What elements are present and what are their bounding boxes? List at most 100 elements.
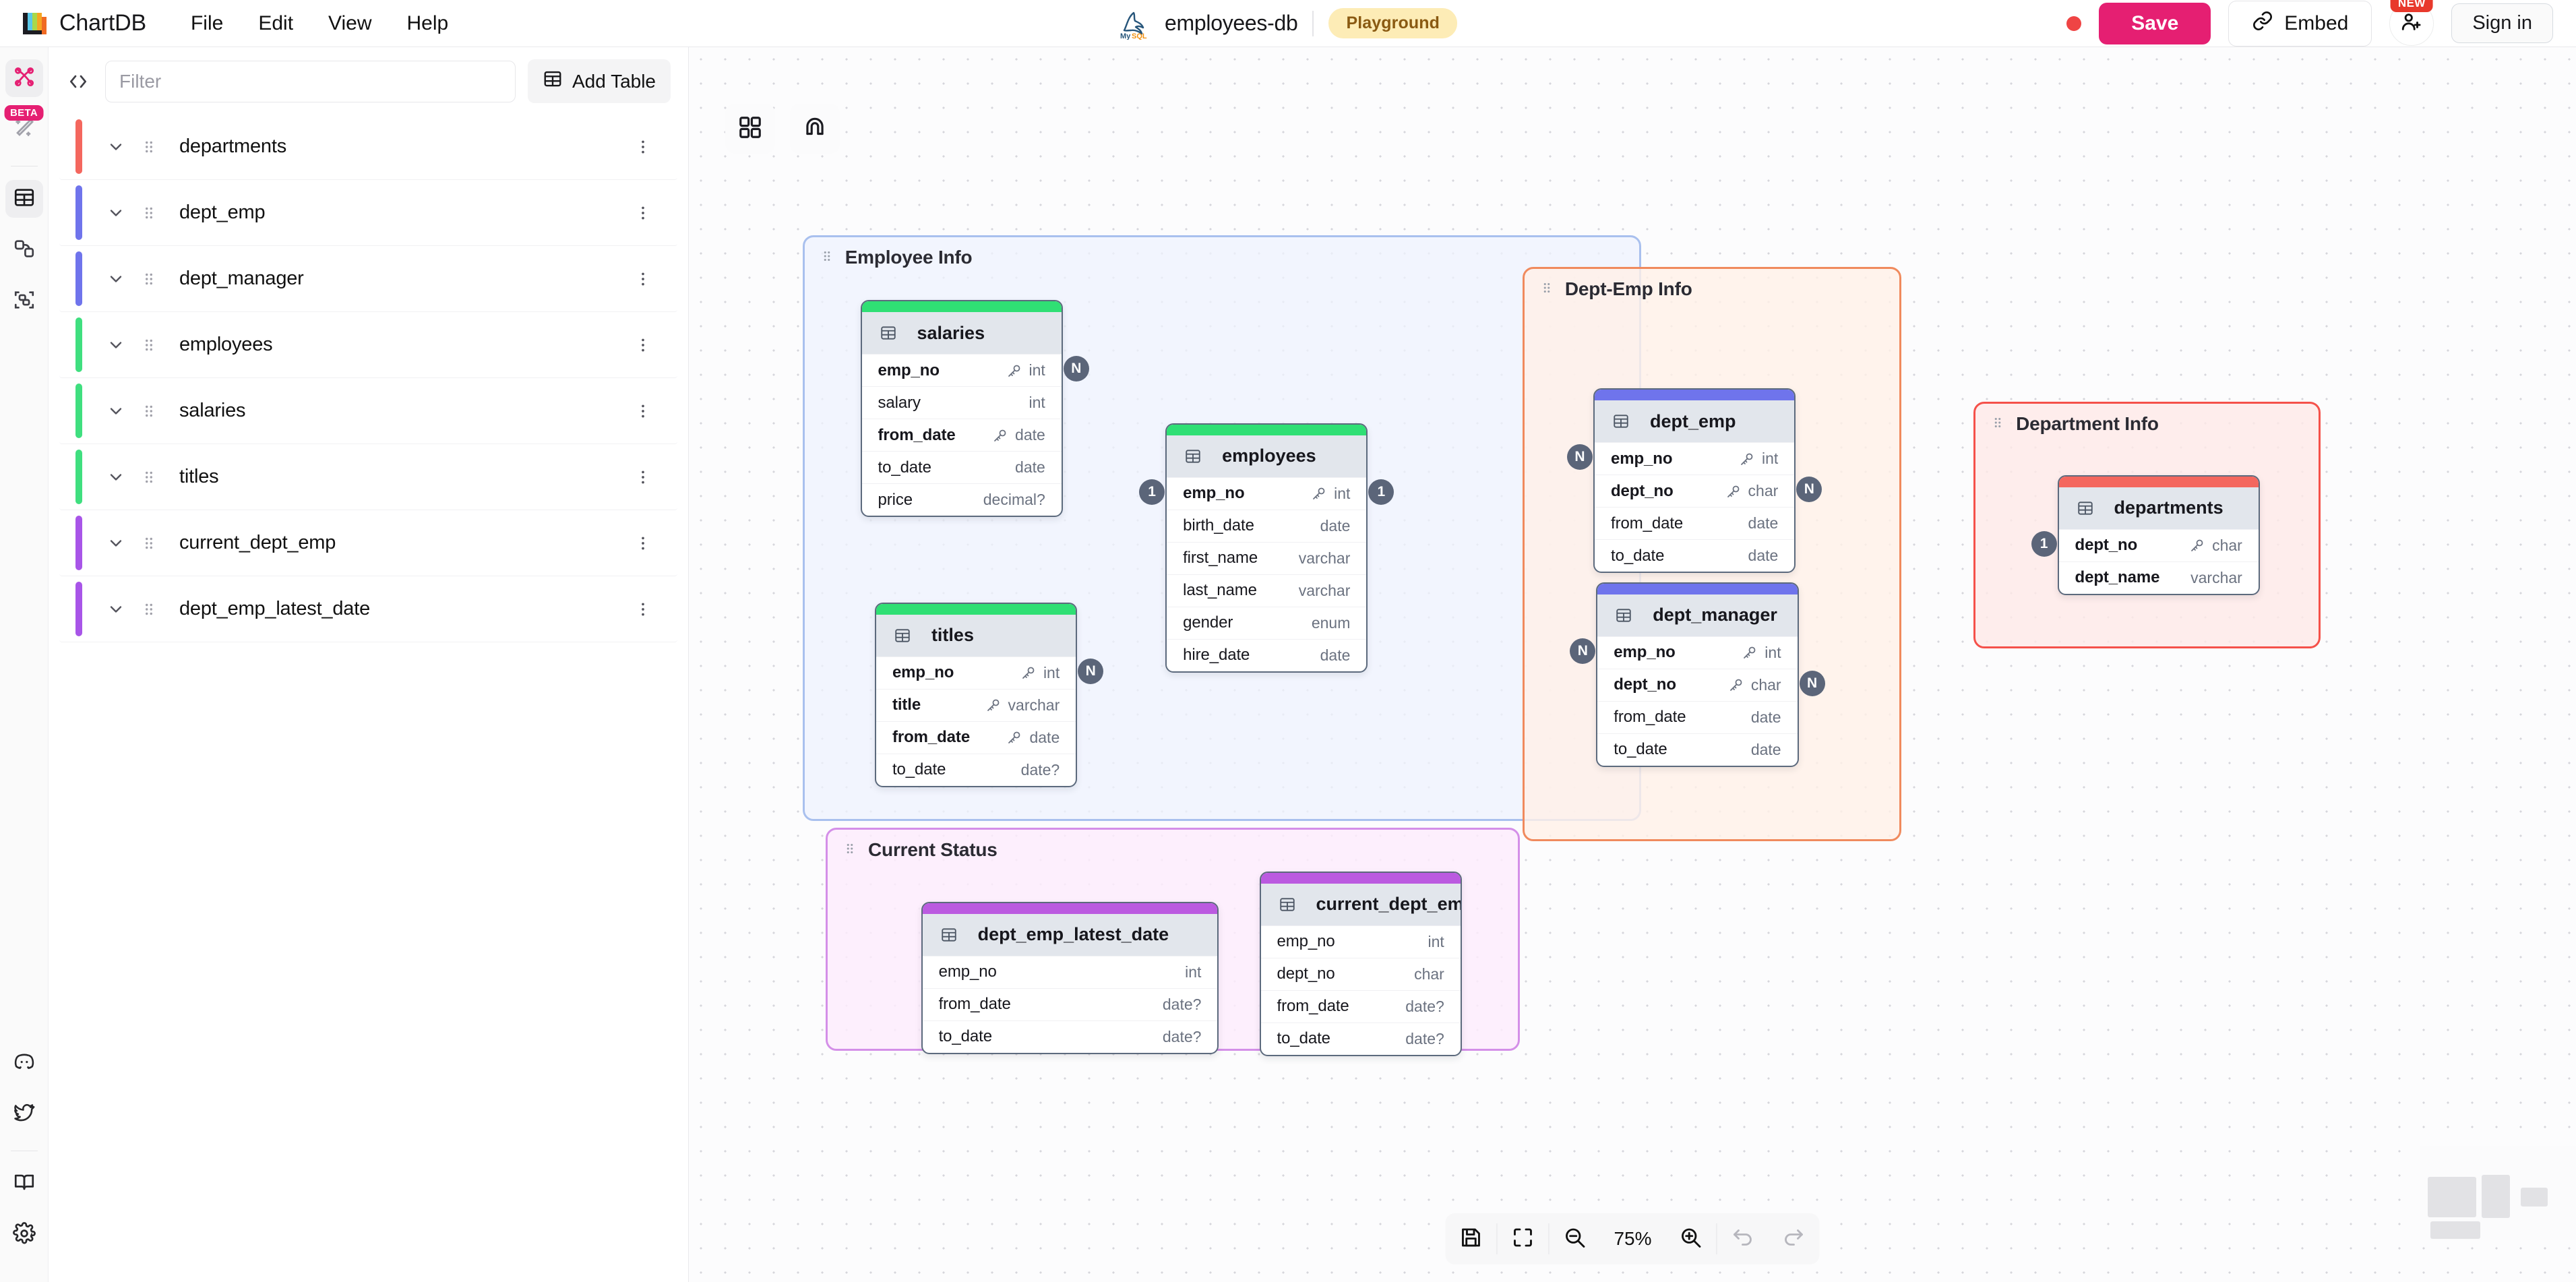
expand-chevron-icon[interactable] (102, 138, 129, 156)
zoom-in-button[interactable] (1665, 1213, 1717, 1264)
table-options-icon[interactable] (634, 204, 652, 222)
add-user-button[interactable]: NEW (2389, 0, 2434, 46)
undo-button[interactable] (1717, 1213, 1769, 1264)
drag-handle-icon[interactable] (1539, 278, 1554, 300)
drag-handle-icon[interactable] (1990, 413, 2005, 435)
table-node-header[interactable]: current_dept_emp (1260, 883, 1461, 925)
save-diagram-button[interactable] (1445, 1213, 1496, 1264)
table-list-item[interactable]: current_dept_emp (59, 510, 677, 576)
drag-handle-icon[interactable] (136, 468, 162, 486)
expand-chevron-icon[interactable] (102, 336, 129, 355)
table-options-icon[interactable] (634, 270, 652, 288)
filter-input[interactable] (105, 60, 516, 102)
table-list-item[interactable]: salaries (59, 378, 677, 444)
drag-handle-icon[interactable] (842, 839, 857, 861)
rail-tables-button[interactable] (5, 180, 43, 218)
minimap[interactable] (2420, 1146, 2576, 1240)
table-list-item[interactable]: titles (59, 444, 677, 510)
drag-handle-icon[interactable] (136, 138, 162, 156)
table-options-icon[interactable] (634, 601, 652, 618)
embed-button[interactable]: Embed (2228, 0, 2372, 47)
add-table-button[interactable]: Add Table (527, 59, 671, 103)
table-options-icon[interactable] (634, 535, 652, 552)
rail-settings-button[interactable] (5, 1216, 43, 1254)
magnet-snap-button[interactable] (790, 104, 840, 154)
save-button[interactable]: Save (2099, 2, 2211, 44)
table-options-icon[interactable] (634, 336, 652, 354)
expand-chevron-icon[interactable] (102, 534, 129, 553)
table-node-header[interactable]: dept_emp (1595, 400, 1795, 443)
rail-dependencies-button[interactable] (5, 282, 43, 320)
table-node-header[interactable]: titles (876, 614, 1076, 657)
expand-chevron-icon[interactable] (102, 600, 129, 619)
table-list-item[interactable]: departments (59, 114, 677, 180)
drag-handle-icon[interactable] (136, 336, 162, 354)
table-options-icon[interactable] (634, 468, 652, 486)
table-options-icon[interactable] (634, 138, 652, 156)
sign-in-button[interactable]: Sign in (2451, 3, 2553, 43)
redo-button[interactable] (1769, 1213, 1820, 1264)
table-list-item[interactable]: dept_emp (59, 180, 677, 246)
database-name[interactable]: employees-db (1165, 11, 1298, 35)
table-node-header[interactable]: employees (1167, 435, 1367, 477)
menu-view[interactable]: View (328, 11, 372, 34)
rail-discord-button[interactable] (5, 1044, 43, 1082)
zoom-out-button[interactable] (1549, 1213, 1600, 1264)
menu-file[interactable]: File (190, 11, 224, 34)
menu-edit[interactable]: Edit (258, 11, 294, 34)
menu-help[interactable]: Help (406, 11, 449, 34)
drag-handle-icon[interactable] (136, 204, 162, 222)
expand-chevron-icon[interactable] (102, 270, 129, 288)
rail-diagrams-button[interactable] (5, 59, 43, 97)
expand-chevron-icon[interactable] (102, 402, 129, 421)
table-list-item[interactable]: dept_manager (59, 246, 677, 312)
rail-ai-magic-button[interactable]: BETA (4, 105, 44, 148)
drag-handle-icon[interactable] (136, 270, 162, 288)
show-all-grid-button[interactable] (725, 104, 775, 154)
table-list-item[interactable]: employees (59, 312, 677, 378)
rail-docs-button[interactable] (5, 1165, 43, 1202)
code-brackets-icon[interactable] (63, 67, 93, 96)
table-node-header[interactable]: dept_emp_latest_date (922, 913, 1218, 956)
table-node-header[interactable]: salaries (861, 312, 1062, 355)
